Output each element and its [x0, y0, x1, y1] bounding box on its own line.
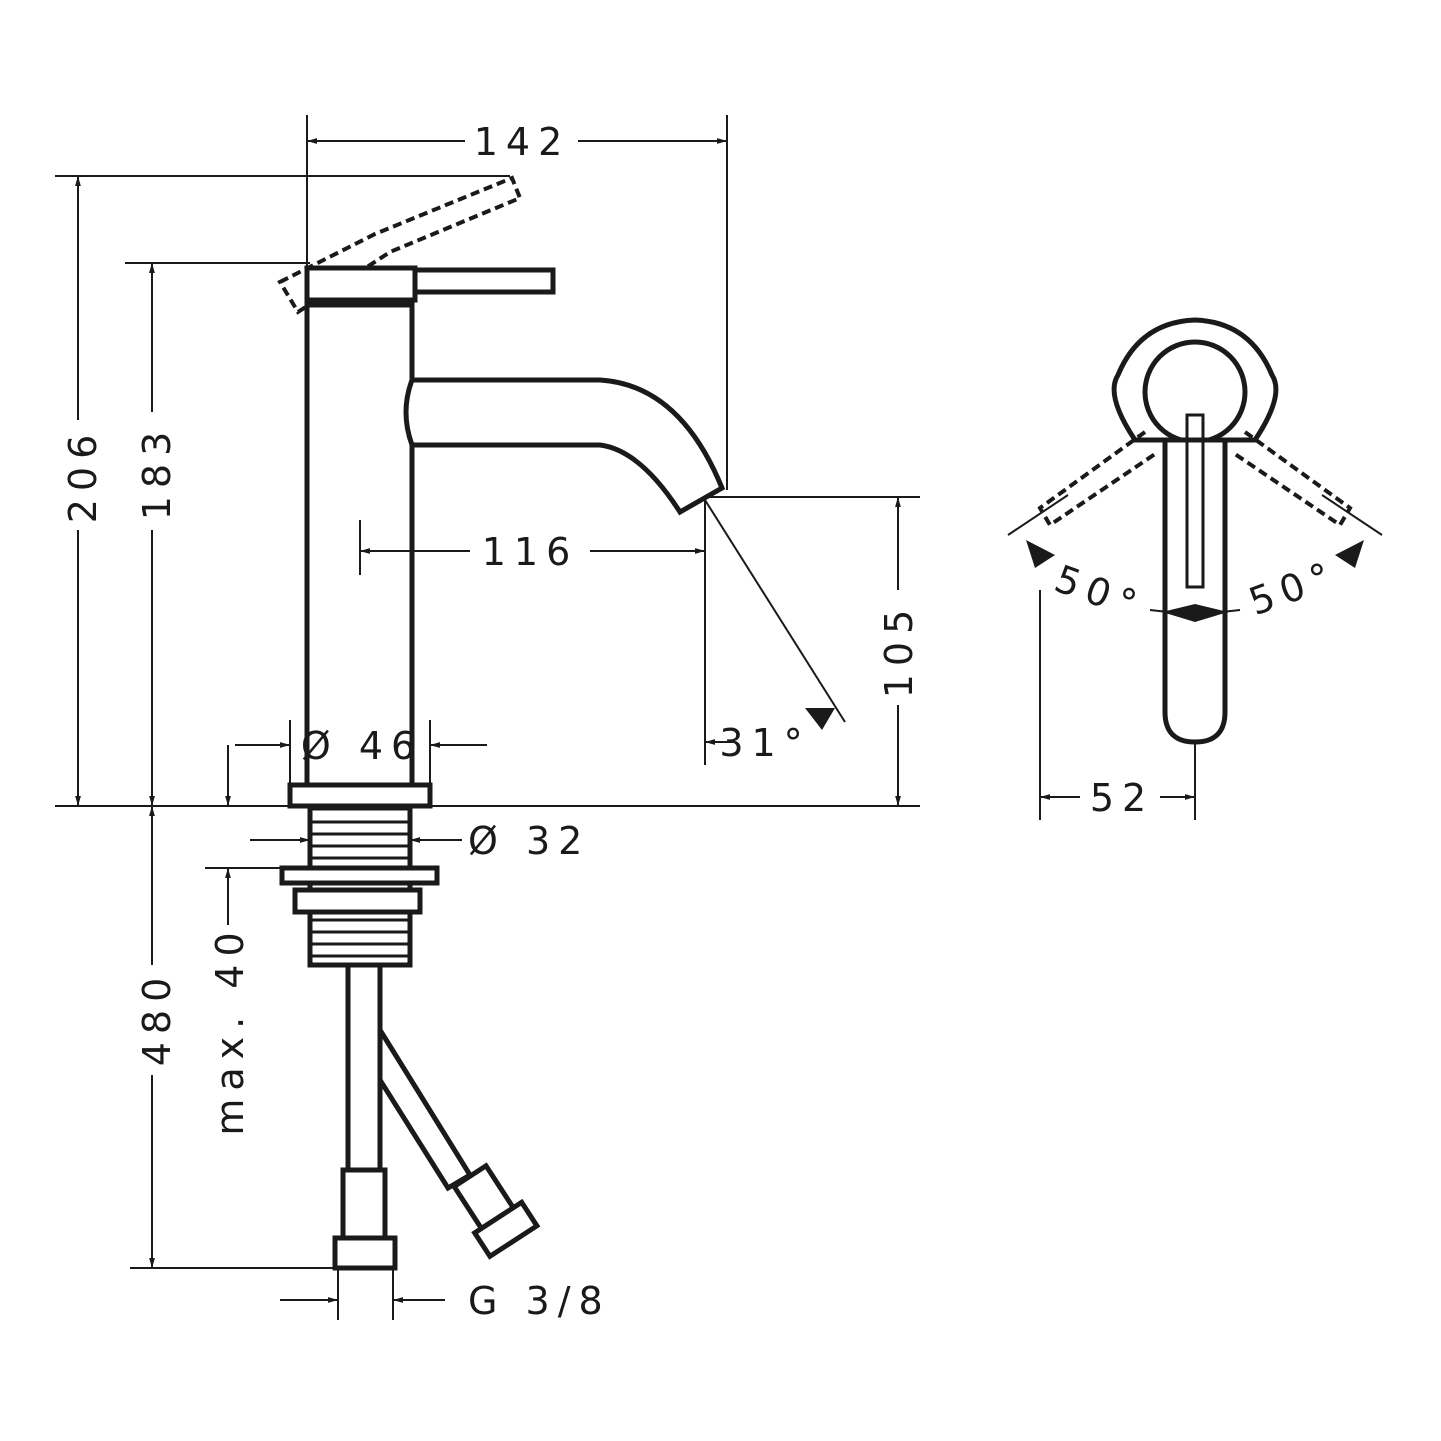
threaded-shank — [307, 805, 413, 968]
hose-nut-angled — [471, 1198, 541, 1260]
thread-lines — [312, 820, 408, 958]
dim-height-top: 183 — [135, 424, 179, 521]
supply-hose-straight — [345, 962, 383, 1173]
dim-spout-height: 105 — [877, 602, 921, 699]
top-dimension-lines — [1007, 494, 1383, 820]
dim-connection: G 3/8 — [468, 1279, 611, 1323]
dim-shank-diameter: Ø 32 — [468, 819, 590, 863]
base-ring — [287, 782, 433, 809]
dim-body-diameter: Ø 46 — [301, 724, 423, 768]
faucet-cap — [304, 265, 418, 303]
dim-width-total: 142 — [474, 120, 571, 164]
dim-spout-reach: 116 — [482, 530, 579, 574]
top-view-cartridge — [1142, 339, 1248, 445]
faucet-top-view — [1037, 317, 1353, 745]
hose-nut — [332, 1235, 398, 1271]
lever-position-left — [1037, 430, 1160, 528]
lever-position-right — [1230, 430, 1353, 528]
dim-max-counter-thickness: max. 40 — [208, 924, 252, 1135]
fixing-washer — [279, 865, 440, 886]
lever-handle — [412, 267, 556, 295]
supply-hose-angled — [377, 1021, 474, 1192]
dim-handle-offset: 52 — [1090, 776, 1154, 820]
hose-fitting — [340, 1167, 388, 1241]
side-dimension-lines — [55, 115, 920, 1320]
dim-hose-length: 480 — [135, 970, 179, 1067]
faucet-side-view — [277, 175, 726, 1271]
raised-lever-outline — [277, 175, 523, 315]
lever-slot — [1185, 413, 1205, 589]
spout — [403, 377, 726, 516]
fixing-nut — [292, 887, 423, 915]
top-view-lever — [1162, 437, 1228, 745]
dim-spout-angle: 31° — [719, 721, 810, 765]
dim-height-lever-raised: 206 — [61, 427, 105, 524]
dim-lever-angle-left: 50° — [1049, 556, 1150, 629]
dim-lever-angle-right: 50° — [1243, 551, 1344, 624]
